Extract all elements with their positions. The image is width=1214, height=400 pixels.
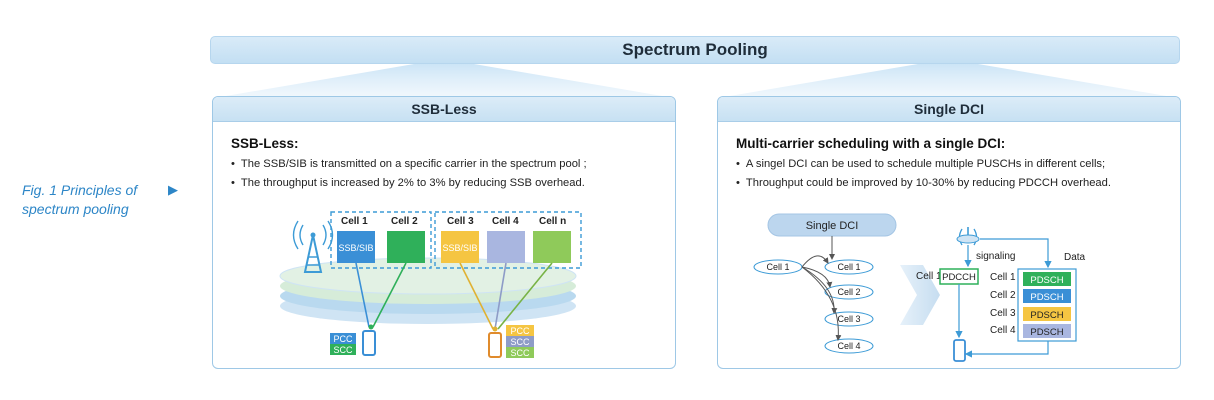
cell-tower-icon (956, 227, 980, 246)
banner-glow-left (214, 64, 674, 98)
ssb-less-diagram: Cell 1 Cell 2 Cell 3 Cell 4 Cell n SSB/S… (279, 211, 582, 358)
transition-chevron (900, 265, 940, 325)
cell-2-block (387, 231, 425, 263)
single-dci-panel: Single DCI Multi-carrier scheduling with… (717, 96, 1181, 369)
phone-2-tag-scc-2 (506, 347, 534, 358)
link-cell4-phone2 (494, 262, 507, 330)
cell-group-2 (434, 211, 582, 269)
single-dci-bullets: A singel DCI can be used to schedule mul… (736, 158, 1111, 196)
ssb-less-bullets: The SSB/SIB is transmitted on a specific… (231, 158, 587, 196)
phone-2-tag-pcc (506, 325, 534, 336)
link-celln-phone2 (497, 262, 553, 330)
ssb-less-bullet: The throughput is increased by 2% to 3% … (231, 177, 587, 189)
schedule-arrow (801, 255, 829, 268)
target-cell-label: Cell 1 (837, 262, 860, 272)
pdsch-box-3 (1023, 307, 1071, 321)
pdsch-cell-label: Cell 3 (990, 308, 1016, 319)
pdcch-label: PDCCH (942, 272, 976, 283)
cell-1-label: Cell 1 (341, 216, 368, 227)
single-dci-bullet: A singel DCI can be used to schedule mul… (736, 158, 1111, 170)
data-arrow (980, 238, 1052, 269)
cell-n-label: Cell n (539, 216, 566, 227)
cell-3-label: Cell 3 (447, 216, 474, 227)
single-dci-heading: Multi-carrier scheduling with a single D… (736, 136, 1006, 151)
cell-1-block (337, 231, 375, 263)
spectrum-pooling-banner: Spectrum Pooling (210, 36, 1180, 64)
phone-1-tag-scc (330, 344, 356, 355)
phone-2-icon (488, 332, 502, 358)
phone-1-tag-scc-label: SCC (333, 345, 353, 355)
target-cell-label: Cell 3 (837, 314, 860, 324)
target-cell-label: Cell 2 (837, 287, 860, 297)
schedule-arrow (801, 266, 838, 314)
source-cell-label: Cell 1 (766, 262, 789, 272)
ssb-less-bullet: The SSB/SIB is transmitted on a specific… (231, 158, 587, 170)
ssb-less-header: SSB-Less (213, 97, 675, 122)
figure-caption-line2: spectrum pooling (22, 201, 129, 217)
target-cell-oval (824, 284, 874, 300)
cell-group-1 (330, 211, 432, 269)
pdsch-box-4 (1023, 324, 1071, 338)
pdsch-label-2: PDSCH (1030, 292, 1063, 303)
link-cell1-phone1 (355, 262, 370, 328)
phone-1-icon (362, 330, 376, 356)
phone-2-tag-scc-1-label: SCC (510, 337, 530, 347)
target-cell-oval (824, 259, 874, 275)
pdsch-group (1017, 268, 1077, 342)
ssb-less-panel: SSB-Less SSB-Less: The SSB/SIB is transm… (212, 96, 676, 369)
single-dci-pill-label: Single DCI (806, 220, 859, 232)
data-label: Data (1064, 252, 1086, 263)
schedule-arrow (801, 266, 833, 288)
banner-title: Spectrum Pooling (622, 40, 768, 59)
data-to-phone-arrow (964, 341, 1049, 358)
phone-1-tag-pcc (330, 333, 356, 344)
target-cell-oval (824, 338, 874, 354)
target-cell-oval (824, 311, 874, 327)
target-cell-label: Cell 4 (837, 341, 860, 351)
cell-4-label: Cell 4 (492, 216, 519, 227)
phone-2-tag-scc-2-label: SCC (510, 348, 530, 358)
signaling-label: signaling (976, 251, 1015, 262)
pdsch-box-2 (1023, 289, 1071, 303)
pdsch-cell-label: Cell 4 (990, 325, 1016, 336)
cell-3-ssb-label: SSB/SIB (442, 243, 477, 253)
phone-icon (953, 339, 966, 362)
pdsch-label-4: PDSCH (1030, 327, 1063, 338)
phone-1-tag-pcc-label: PCC (333, 334, 353, 344)
pdsch-label-1: PDSCH (1030, 275, 1063, 286)
cell-tower-icon (292, 220, 334, 273)
cell-3-block (441, 231, 479, 263)
single-dci-bullet: Throughput could be improved by 10-30% b… (736, 177, 1111, 189)
pdsch-label-3: PDSCH (1030, 310, 1063, 321)
junction-dot (492, 326, 498, 332)
pdsch-cell-label: Cell 2 (990, 290, 1016, 301)
figure-caption: Fig. 1 Principles of spectrum pooling (22, 181, 172, 219)
cell-2-label: Cell 2 (391, 216, 418, 227)
ssb-less-heading: SSB-Less: (231, 136, 299, 151)
pdsch-box-1 (1023, 272, 1071, 286)
single-dci-header: Single DCI (718, 97, 1180, 122)
pdcch-cell-label: Cell 1 (916, 271, 942, 282)
link-cell3-phone2 (459, 262, 494, 330)
banner-glow-right (718, 64, 1178, 98)
caption-arrow-icon: ▶ (168, 182, 178, 197)
figure-caption-line1: Fig. 1 Principles of (22, 182, 138, 198)
junction-dot (368, 324, 374, 330)
ssb-less-header-label: SSB-Less (411, 101, 477, 117)
schedule-arrow (801, 266, 842, 341)
single-dci-diagram: Single DCI Cell 1 Cell 1 Cell 2 Cell 3 C… (753, 213, 1086, 362)
cell-1-ssb-label: SSB/SIB (338, 243, 373, 253)
single-dci-header-label: Single DCI (913, 101, 984, 117)
link-cell2-phone1 (372, 262, 407, 328)
cell-4-block (487, 231, 525, 263)
phone-2-tag-scc-1 (506, 336, 534, 347)
phone-2-tag-pcc-label: PCC (510, 326, 530, 336)
pdsch-cell-label: Cell 1 (990, 272, 1016, 283)
cell-n-block (533, 231, 571, 263)
